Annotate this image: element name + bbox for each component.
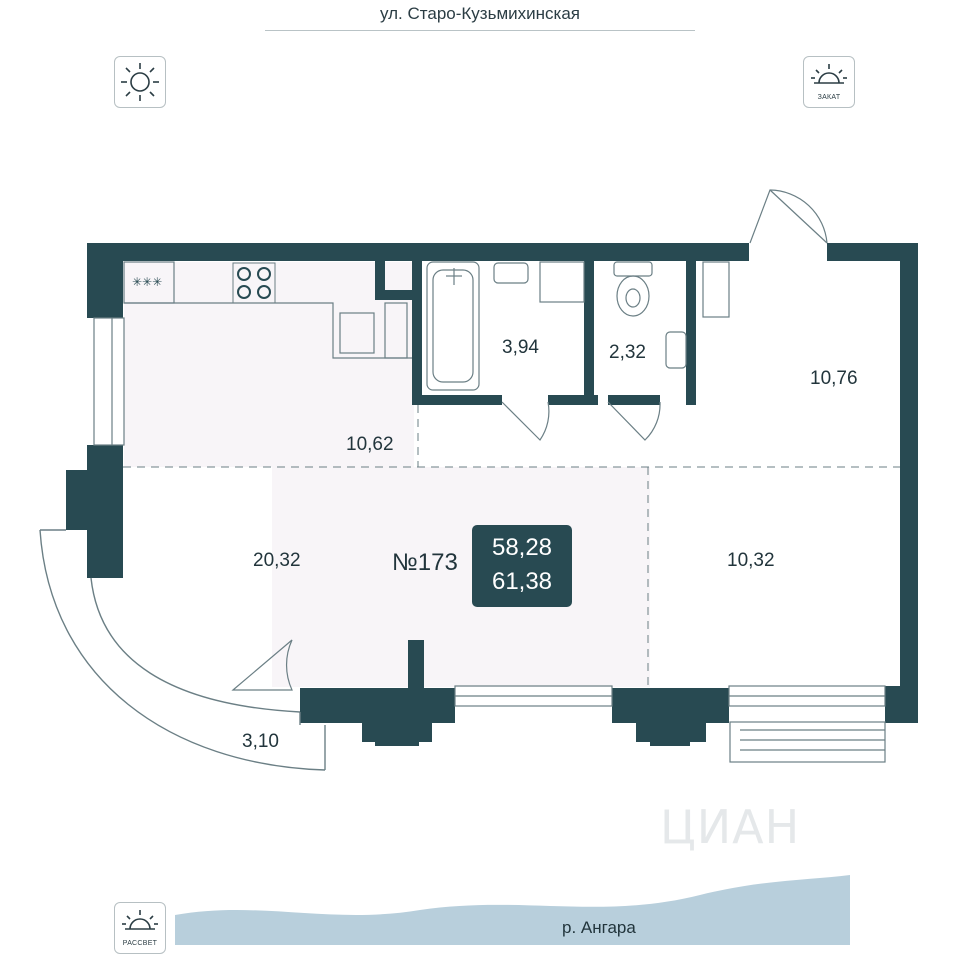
area-living: 58,28 <box>491 534 553 561</box>
walls <box>66 243 918 746</box>
windows <box>93 317 886 707</box>
room-area-living: 20,32 <box>253 550 301 571</box>
apartment-number: №173 <box>392 549 458 576</box>
sunrise-badge: РАССВЕТ <box>114 902 166 954</box>
area-badge: 58,28 61,38 <box>472 525 572 607</box>
river-label: р. Ангара <box>562 918 636 937</box>
watermark: ЦИАН <box>660 800 801 854</box>
toilet <box>613 261 730 369</box>
street-label: ул. Старо-Кузьмихинская <box>380 4 580 23</box>
room-area-balcony: 3,10 <box>242 731 279 752</box>
stove <box>232 262 276 304</box>
sunrise-icon <box>122 910 158 930</box>
sunset-badge: ЗАКАТ <box>803 56 855 108</box>
room-area-wc: 2,32 <box>609 342 646 363</box>
street-line <box>265 30 695 31</box>
bathtub <box>426 261 585 391</box>
room-area-hall: 10,32 <box>727 550 775 571</box>
sun-badge <box>114 56 166 108</box>
sunrise-label: РАССВЕТ <box>122 940 158 947</box>
hall-zone <box>272 467 650 687</box>
terrace <box>729 721 886 763</box>
doors <box>231 189 828 691</box>
room-area-bathroom: 3,94 <box>502 337 539 358</box>
area-total: 61,38 <box>491 568 553 595</box>
hood-icon: ✳✳✳ <box>132 275 162 289</box>
zone-lines <box>123 405 900 688</box>
room-area-kitchen: 10,62 <box>346 434 394 455</box>
sun-icon <box>121 63 159 101</box>
room-area-bedroom: 10,76 <box>810 368 858 389</box>
balcony <box>39 529 326 771</box>
river-shape <box>175 875 850 945</box>
sunset-label: ЗАКАТ <box>817 94 841 101</box>
kitchen-counter <box>123 261 412 359</box>
sunset-icon <box>811 64 847 84</box>
